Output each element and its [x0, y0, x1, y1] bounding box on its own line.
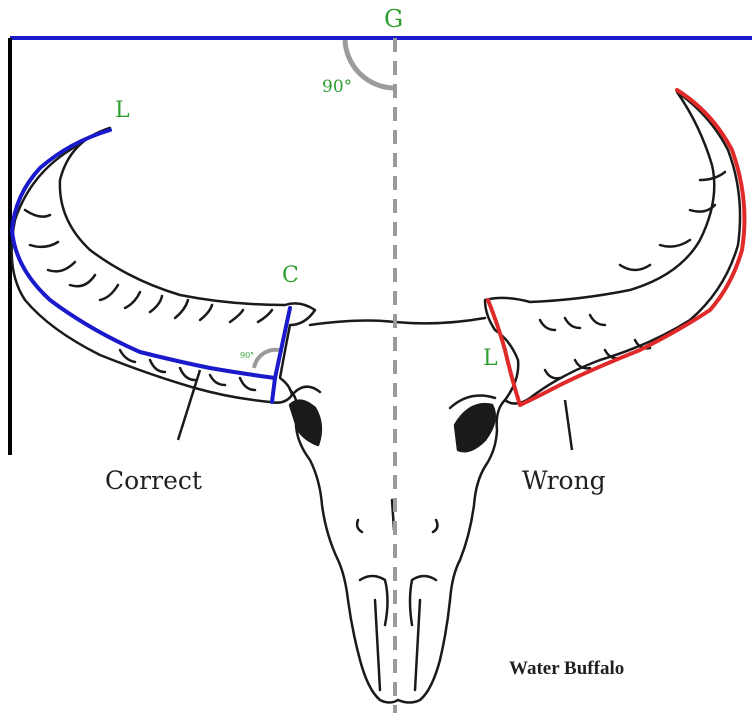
left-horn: [12, 128, 315, 403]
right-angle-arc: [345, 40, 395, 88]
label-l-right: L: [483, 346, 498, 371]
label-l-left: L: [115, 98, 130, 123]
caption: Water Buffalo: [509, 658, 624, 679]
small-right-angle-arc: [254, 350, 279, 368]
wrong-measurement-line: [488, 90, 744, 405]
right-angle-label: 90°: [322, 77, 352, 97]
correct-pointer: [178, 370, 200, 440]
small-angle-label: 90°: [240, 351, 254, 360]
label-correct: Correct: [105, 466, 202, 495]
right-horn: [485, 92, 740, 404]
label-g: G: [384, 5, 403, 33]
wrong-pointer: [565, 400, 572, 450]
label-c: C: [282, 263, 299, 288]
buffalo-skull: [290, 318, 505, 703]
label-wrong: Wrong: [522, 466, 606, 495]
